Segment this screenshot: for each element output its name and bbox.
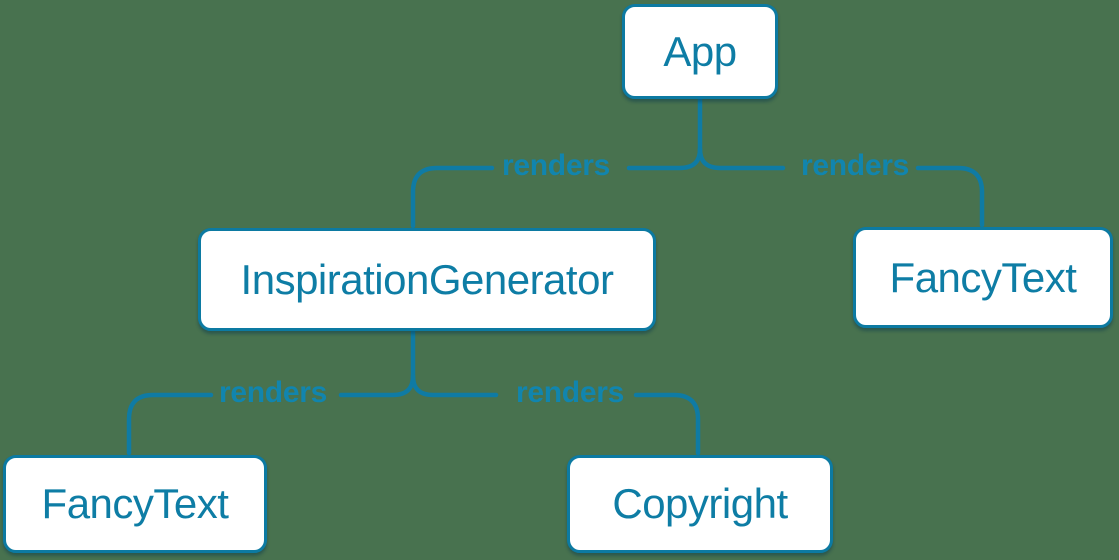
- edge-app-flare-right: [697, 146, 786, 171]
- tree-node-inspirationgenerator: InspirationGenerator: [198, 228, 656, 331]
- edge-to-fancytext-top: [915, 165, 985, 228]
- tree-node-fancytext-top-label: FancyText: [889, 253, 1077, 301]
- tree-node-copyright-label: Copyright: [612, 480, 788, 527]
- edge-label-inspirationgenerator-copyright: renders: [516, 376, 624, 409]
- tree-node-app-label: App: [663, 27, 737, 75]
- tree-node-app: App: [622, 4, 778, 99]
- tree-node-fancytext-top: FancyText: [853, 227, 1113, 328]
- edge-label-app-inspirationgenerator: renders: [502, 149, 610, 182]
- edge-inspirationgenerator-flare-right: [410, 373, 499, 398]
- tree-node-fancytext-bottom-label: FancyText: [41, 480, 229, 527]
- edge-label-inspirationgenerator-fancytext: renders: [219, 376, 327, 409]
- edge-to-copyright: [633, 392, 701, 456]
- edge-label-app-fancytext: renders: [801, 149, 909, 182]
- edge-to-fancytext-bottom: [126, 392, 214, 456]
- edge-app-stem: [626, 96, 703, 171]
- edge-to-inspirationgenerator: [410, 165, 495, 229]
- edge-inspirationgenerator-stem: [338, 329, 416, 398]
- tree-node-copyright: Copyright: [567, 455, 833, 553]
- tree-node-inspirationgenerator-label: InspirationGenerator: [240, 255, 614, 303]
- tree-node-fancytext-bottom: FancyText: [3, 455, 267, 553]
